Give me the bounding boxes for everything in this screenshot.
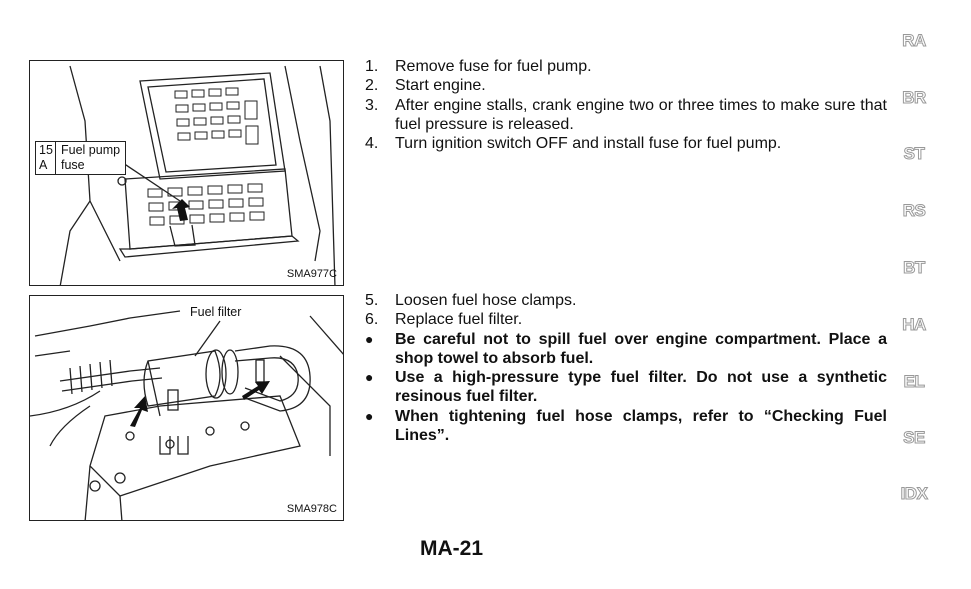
fuse-rating: 15 A [36,142,56,174]
fuel-filter-figure: Fuel filter SMA978C [29,295,344,521]
section-tab-st[interactable]: ST [903,144,925,164]
caution-item: ●Be careful not to spill fuel over engin… [365,330,887,367]
section-tab-br[interactable]: BR [902,88,927,108]
steps-fuel-pressure-release: 1.Remove fuse for fuel pump. 2.Start eng… [365,57,887,153]
fuel-filter-label: Fuel filter [190,305,242,319]
caution-item: ●Use a high-pressure type fuel filter. D… [365,369,887,406]
step-item: 5.Loosen fuel hose clamps. [365,292,577,309]
bullet-icon: ● [365,330,374,347]
step-item: 3.After engine stalls, crank engine two … [365,96,887,133]
fuse-box-illustration [59,65,336,285]
bullet-icon: ● [365,369,374,386]
fuse-name: Fuel pump fuse [61,143,121,172]
fuel-pump-fuse-callout: 15 A Fuel pump fuse [35,141,127,175]
figure-code: SMA978C [286,503,337,515]
section-tab-ra[interactable]: RA [902,31,927,51]
section-tab-ha[interactable]: HA [902,315,927,335]
steps-replace-filter: 5.Loosen fuel hose clamps. 6.Replace fue… [365,291,887,445]
section-tab-idx[interactable]: IDX [900,484,928,504]
section-tab-bt[interactable]: BT [903,258,926,278]
step-item: 2.Start engine. [365,77,486,95]
section-tab-rs[interactable]: RS [902,201,926,221]
fuel-filter-illustration [30,310,343,520]
page-number: MA-21 [420,537,484,560]
caution-item: ●When tightening fuel hose clamps, refer… [365,407,887,445]
section-tab-el[interactable]: EL [903,372,925,392]
figure-code: SMA977C [286,268,337,280]
fuse-box-figure: 15 A Fuel pump fuse SMA977C [29,60,344,286]
section-tab-se[interactable]: SE [903,428,926,448]
bullet-icon: ● [365,407,374,424]
step-item: 6.Replace fuel filter. [365,311,523,329]
step-item: 4.Turn ignition switch OFF and install f… [365,135,782,153]
step-item: 1.Remove fuse for fuel pump. [365,58,592,75]
